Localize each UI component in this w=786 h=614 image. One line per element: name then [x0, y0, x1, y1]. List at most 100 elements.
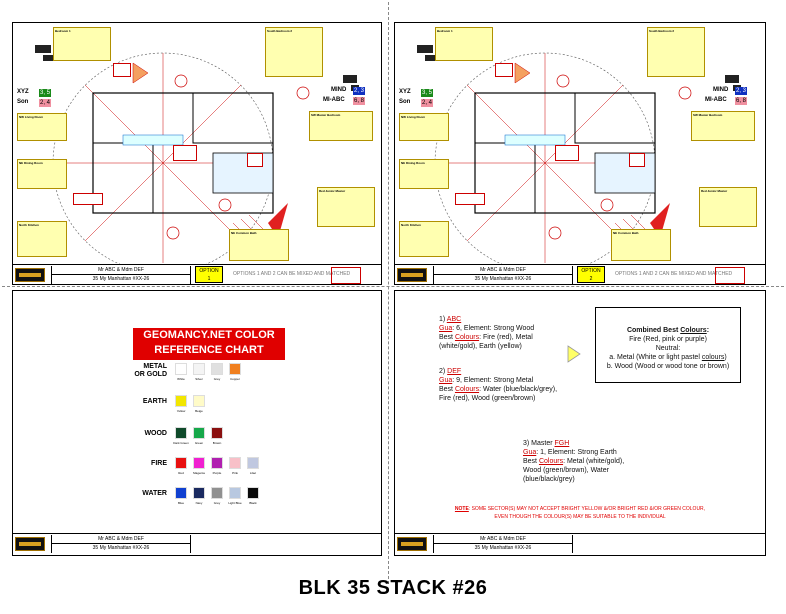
color-swatch: [229, 457, 241, 469]
option-badge: OPTION 1: [195, 266, 223, 283]
room-box-kitchen: North Kitchen: [17, 221, 67, 257]
combined-heading: Combined Best: [626, 327, 681, 334]
room-title: SW Master Bedroom: [311, 113, 341, 117]
color-swatch: [193, 395, 205, 407]
address-block: Mr ABC & Mdm DEF 35 My Manhattan #XX-26: [433, 266, 573, 284]
combined-heading-suffix: :: [706, 327, 710, 334]
color-swatch: [211, 487, 223, 499]
chart-footer: Mr ABC & Mdm DEF 35 My Manhattan #XX-26: [13, 533, 381, 555]
color-swatch-name: Yellow: [176, 409, 186, 413]
colours-word: Colours: [454, 334, 480, 341]
gua-label: Gua: [439, 325, 453, 332]
best-colours-text: : Water (blue/black/grey), Fire (red), W…: [439, 386, 558, 402]
color-swatch-name: Lilac: [249, 471, 257, 475]
best-label: Best: [523, 458, 539, 465]
room-box-master: SW Master Bedroom: [691, 111, 755, 141]
gua-text: : 6, Element: Strong Wood: [452, 325, 535, 332]
color-swatch-name: Dark Green: [173, 441, 189, 445]
occupant-label-mi-abc: MI-ABC: [705, 97, 727, 103]
color-swatch-name: Red: [178, 471, 184, 475]
panel-divider-horizontal: [2, 286, 784, 287]
combined-colours-box: Combined Best Colours: Fire (Red, pink o…: [595, 307, 741, 383]
color-swatch: [175, 427, 187, 439]
color-swatch-name: Black: [249, 501, 257, 505]
gua-text: : 1, Element: Strong Earth: [536, 449, 617, 456]
address-line: 35 My Manhattan #XX-26: [92, 276, 150, 282]
room-box-living: NW Living Room: [399, 113, 449, 141]
best-label: Best: [439, 386, 455, 393]
gua-badge: 3, 5: [421, 89, 433, 97]
geomancy-logo-icon: [15, 537, 45, 551]
floor-plan-drawing: [417, 45, 741, 264]
annotation-box: [495, 63, 513, 77]
colours-word: Colours: [454, 386, 480, 393]
owner-line: Mr ABC & Mdm DEF: [52, 535, 190, 544]
room-box-junior-master: Red Junior Master: [317, 187, 375, 227]
gua-label: Gua: [439, 377, 453, 384]
room-title: Bedroom 1: [437, 29, 453, 33]
color-row-label: EARTH: [117, 398, 167, 406]
color-swatch-name: Navy: [195, 501, 203, 505]
occupant-label-xyz: XYZ: [399, 89, 411, 95]
room-title: NE Common Bath: [231, 231, 257, 235]
room-box-bedroom1: Bedroom 1: [435, 27, 493, 61]
color-swatch-name: Beige: [195, 409, 203, 413]
color-row-label-line: WATER: [142, 490, 167, 497]
color-swatch: [193, 487, 205, 499]
color-swatch-name: Green: [194, 441, 204, 445]
color-swatch: [193, 427, 205, 439]
annotation-box: [113, 63, 131, 77]
chart-title-line: REFERENCE CHART: [154, 344, 264, 356]
annotation-box: [73, 193, 103, 205]
address-line: 35 My Manhattan #XX-26: [92, 545, 150, 551]
colour-note: NOTE: SOME SECTOR(S) MAY NOT ACCEPT BRIG…: [405, 505, 755, 521]
gua-badge: 6, 8: [353, 97, 365, 105]
floor-plan-option-2: Bedroom 1 South Bedroom 2 NW Living Room…: [394, 22, 766, 285]
combined-line: a. Metal (White or light pastel: [609, 354, 702, 361]
address-line: 35 My Manhattan #XX-26: [474, 545, 532, 551]
color-swatch-name: Purple: [212, 471, 222, 475]
address-block: Mr ABC & Mdm DEF 35 My Manhattan #XX-26: [433, 535, 573, 553]
profile-abc: 1) ABC Gua: 6, Element: Strong Wood Best…: [439, 315, 557, 351]
plan-footer: Mr ABC & Mdm DEF 35 My Manhattan #XX-26 …: [395, 264, 765, 284]
color-row-label-line: OR GOLD: [134, 371, 167, 378]
color-swatch-name: Blue: [177, 501, 184, 505]
profiles-footer: Mr ABC & Mdm DEF 35 My Manhattan #XX-26: [395, 533, 765, 555]
color-swatch: [193, 363, 205, 375]
occupant-label-mind: MIND: [713, 87, 729, 93]
color-swatch: [211, 457, 223, 469]
approval-stamp-icon: [715, 267, 745, 284]
room-title: SW Master Bedroom: [693, 113, 723, 117]
note-label: NOTE: [454, 506, 469, 512]
color-swatch-name: Copper: [230, 377, 240, 381]
profile-heading-prefix: 2): [439, 368, 448, 375]
room-box-living: NW Living Room: [17, 113, 67, 141]
geomancy-logo-icon: [15, 268, 45, 282]
gua-badge: 2, 3: [353, 87, 365, 95]
color-reference-panel: GEOMANCY.NET COLOR REFERENCE CHART METAL…: [12, 290, 382, 556]
combined-line: Fire (Red, pink or purple): [629, 336, 707, 343]
best-colours-text: : Fire (red), Metal (white/gold), Earth …: [439, 334, 533, 350]
room-title: North Kitchen: [401, 223, 421, 227]
owner-line: Mr ABC & Mdm DEF: [434, 266, 572, 275]
room-box-bedroom2: South Bedroom 2: [265, 27, 323, 77]
combined-colours-text: Combined Best Colours: Fire (Red, pink o…: [596, 326, 740, 371]
color-row-label: WATER: [117, 490, 167, 498]
occupant-label-xyz: XYZ: [17, 89, 29, 95]
option-number: 1: [207, 276, 211, 282]
color-swatch: [175, 363, 187, 375]
option-note: OPTIONS 1 AND 2 CAN BE MIXED AND MATCHED: [233, 271, 351, 277]
gua-badge: 2, 4: [421, 99, 433, 107]
color-swatch-name: Pink: [232, 471, 238, 475]
room-box-kitchen: North Kitchen: [399, 221, 449, 257]
profile-name: ABC: [446, 316, 462, 323]
color-swatch: [247, 457, 259, 469]
option-label: OPTION: [581, 268, 601, 274]
color-swatch-name: White: [177, 377, 185, 381]
room-title: NE Dining Room: [19, 161, 43, 165]
color-swatch: [229, 487, 241, 499]
plan-footer: Mr ABC & Mdm DEF 35 My Manhattan #XX-26 …: [13, 264, 381, 284]
room-box-bedroom2: South Bedroom 2: [647, 27, 705, 77]
option-badge: OPTION 2: [577, 266, 605, 283]
